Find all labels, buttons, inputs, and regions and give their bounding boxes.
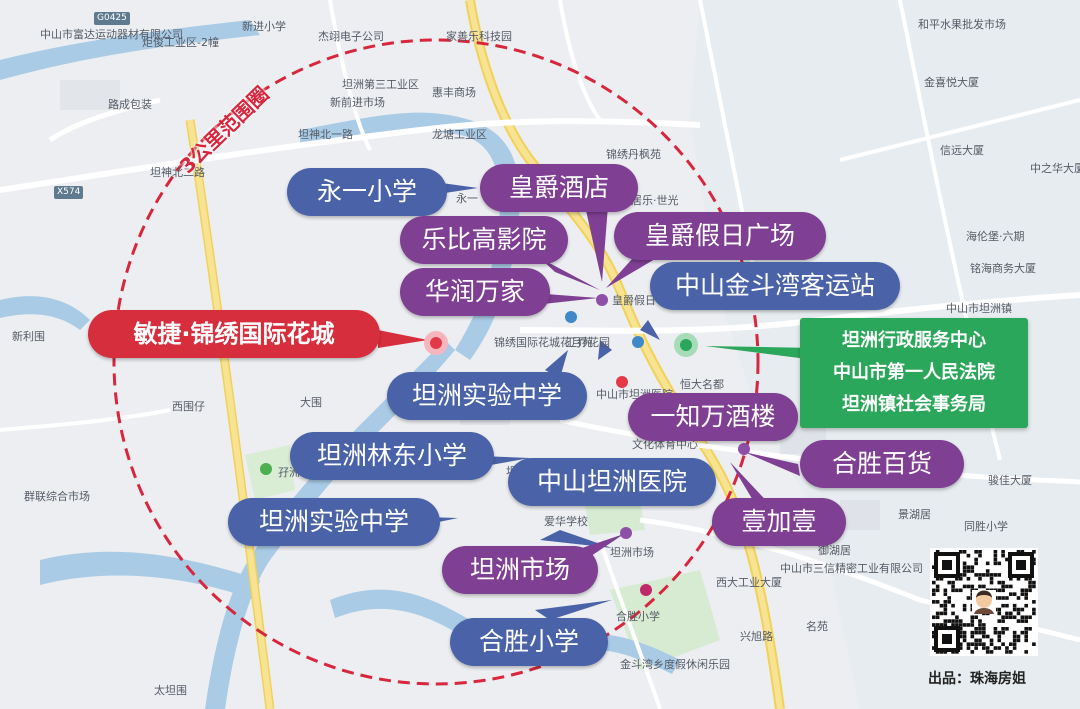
- map-label: 爱华学校: [544, 515, 588, 528]
- callout-jindouwan-station[interactable]: 中山金斗湾客运站: [650, 262, 900, 310]
- map-label: 新进小学: [242, 20, 286, 33]
- map-label: 杰翊电子公司: [318, 30, 384, 43]
- shop-icon: [596, 294, 608, 306]
- market-icon: [620, 527, 632, 539]
- map-label: 海伦堡·六期: [966, 230, 1025, 243]
- callout-hesheng-school[interactable]: 合胜小学: [450, 618, 608, 666]
- callout-shiyan-school-1[interactable]: 坦洲实验中学: [387, 372, 587, 420]
- map-label: 群联综合市场: [24, 490, 90, 503]
- map-label: 大围: [300, 396, 322, 409]
- project-pin[interactable]: [430, 337, 442, 349]
- callout-huarun-wanjia[interactable]: 华润万家: [400, 268, 550, 316]
- map-label: 坦洲第三工业区: [342, 78, 419, 91]
- map-label: 西围仔: [172, 400, 205, 413]
- metro-icon: [640, 584, 652, 596]
- callout-yizhi-restaurant[interactable]: 一知万酒楼: [628, 393, 798, 441]
- store-icon: [738, 443, 750, 455]
- map-label: 皇爵假日: [612, 294, 656, 307]
- credit-text: 出品：珠海房姐: [928, 671, 1026, 687]
- map-label: 炬俊工业区-2幢: [142, 36, 219, 49]
- gov-line-court: 中山市第一人民法院: [833, 362, 995, 383]
- map-label: 同胜小学: [964, 520, 1008, 533]
- map-label: 太坦围: [154, 684, 187, 697]
- range-ring: [112, 38, 760, 686]
- callout-tanzhou-market[interactable]: 坦洲市场: [442, 546, 598, 594]
- map-label: 文化体育中心: [632, 438, 698, 451]
- mountain-icon: [260, 463, 272, 475]
- map-label: 中山市坦洲镇: [946, 302, 1012, 315]
- map-label: 永一: [456, 192, 478, 205]
- map-label: 坦神北二路: [150, 166, 205, 179]
- map-label: G0425: [94, 12, 130, 25]
- map-label: 金喜悦大厦: [924, 76, 979, 89]
- map-label: 恒大名都: [680, 378, 724, 391]
- map-label: 锦绣丹枫苑: [606, 148, 661, 161]
- map-label: 新利围: [12, 330, 45, 343]
- map-label: 名苑: [806, 620, 828, 633]
- callout-huangjue-plaza[interactable]: 皇爵假日广场: [614, 212, 826, 260]
- map-label: 坦洲市场: [610, 546, 654, 559]
- bus-station-icon: [632, 336, 644, 348]
- callout-yongyi-school[interactable]: 永一小学: [287, 168, 447, 216]
- callout-huangjue-hotel[interactable]: 皇爵酒店: [480, 164, 638, 212]
- map-label: 坦神北一路: [298, 128, 353, 141]
- gov-line-admin-center: 坦洲行政服务中心: [842, 330, 986, 351]
- map-label: 和平水果批发市场: [918, 18, 1006, 31]
- map-label: 铭海商务大厦: [970, 262, 1036, 275]
- map-label: 合胜小学: [616, 610, 660, 623]
- map-label: 惠丰商场: [432, 86, 476, 99]
- map-label: 中山市三信精密工业有限公司: [780, 562, 923, 575]
- map-label: 龙塘工业区: [432, 128, 487, 141]
- callout-lindong-school[interactable]: 坦洲林东小学: [290, 432, 494, 480]
- map-label: 锦绣国际花城花月苑: [494, 336, 593, 349]
- map-label: 新前进市场: [330, 96, 385, 109]
- gov-services-box[interactable]: 坦洲行政服务中心 中山市第一人民法院 坦洲镇社会事务局: [800, 318, 1028, 428]
- callout-hesheng-store[interactable]: 合胜百货: [800, 440, 964, 488]
- callout-tanzhou-hospital[interactable]: 中山坦洲医院: [508, 458, 716, 506]
- map-label: 路成包装: [108, 98, 152, 111]
- map-label: 信远大厦: [940, 144, 984, 157]
- gov-line-social-affairs: 坦洲镇社会事务局: [842, 394, 986, 415]
- map-label: 中山市富达运动器材有限公司: [40, 28, 183, 41]
- callout-project[interactable]: 敏捷·锦绣国际花城: [88, 310, 380, 358]
- callout-lebigao-cinema[interactable]: 乐比高影院: [400, 216, 568, 264]
- map-label: 西大工业大厦: [716, 576, 782, 589]
- map-label: 金斗湾乡度假休闲乐园: [620, 658, 730, 671]
- qr-code: [930, 548, 1038, 656]
- callout-shiyan-school-2[interactable]: 坦洲实验中学: [228, 498, 440, 546]
- gov-pin[interactable]: [680, 339, 692, 351]
- school-icon: [565, 311, 577, 323]
- map-label: 景湖居: [898, 508, 931, 521]
- map-label: 汇乔花园: [566, 336, 610, 349]
- map-label: 骏佳大厦: [988, 474, 1032, 487]
- map-label: 御湖居: [818, 544, 851, 557]
- map-label: 兴旭路: [740, 630, 773, 643]
- map-label: X574: [54, 186, 84, 199]
- callout-yijiayi[interactable]: 壹加壹: [712, 498, 846, 546]
- map-label: 中之华大厦: [1030, 162, 1080, 175]
- map-label: 家善乐科技园: [446, 30, 512, 43]
- hospital-icon: [616, 376, 628, 388]
